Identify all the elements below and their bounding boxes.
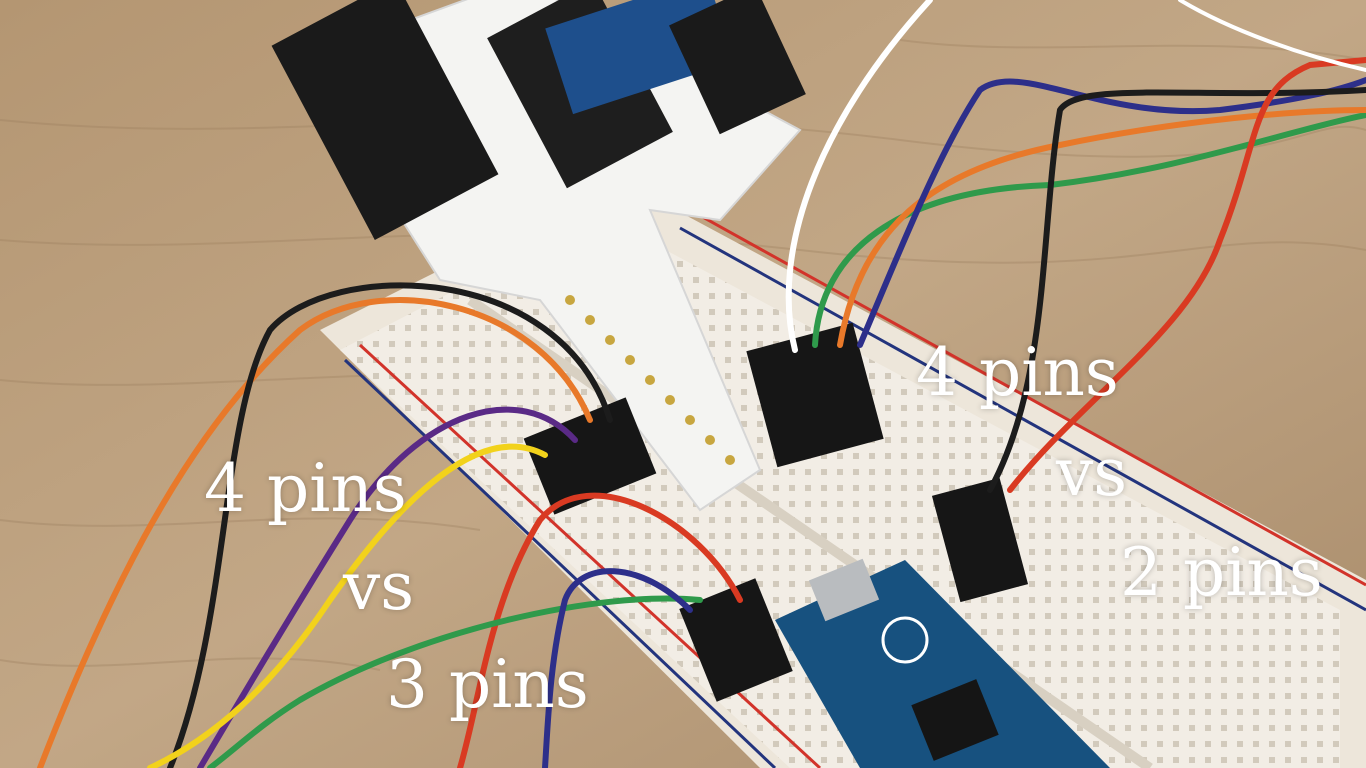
wire-blue-right [857,77,1366,348]
arduino-logo [881,616,929,664]
wire-orange-left [37,297,593,768]
rail-red-left [358,343,822,768]
caption-left-line1: 4 pins [204,450,407,527]
caption-right-line3: 2 pins [1120,534,1323,611]
caption-right-line1: 4 pins [916,334,1119,411]
shield-board [271,0,806,512]
wood-grain [0,39,1366,671]
connector-4pin-right [746,322,884,468]
wire-blue-left [542,568,693,768]
pro-mini-board [545,0,735,115]
caption-left-line2: vs [343,548,415,625]
microcontroller-chip [911,679,999,761]
arduino-micro [775,558,1110,768]
rail-blue-left [343,358,777,768]
wire-orange-right [837,107,1366,348]
connector-3pin-left [679,578,793,702]
wire-green-left [207,595,703,768]
wire-black-left [167,282,613,768]
wire-white-right [785,0,933,353]
rail-red-right [689,208,1366,587]
wire-black-right [987,87,1366,493]
wire-red-right [1007,57,1366,493]
caption-right-line2: vs [1056,434,1128,511]
wire-red-left [457,492,743,768]
wire-yellow-left [147,443,548,768]
header-stack-left [271,0,499,240]
usb-connector [808,558,880,622]
caption-left-line3: 3 pins [386,646,589,723]
wire-white-top [1178,0,1366,72]
jumper-wires [37,0,1366,768]
wire-purple-left [197,406,578,768]
header-stack-far [669,0,806,135]
connector-2pin-right [931,477,1029,603]
rail-blue-right [679,226,1366,612]
